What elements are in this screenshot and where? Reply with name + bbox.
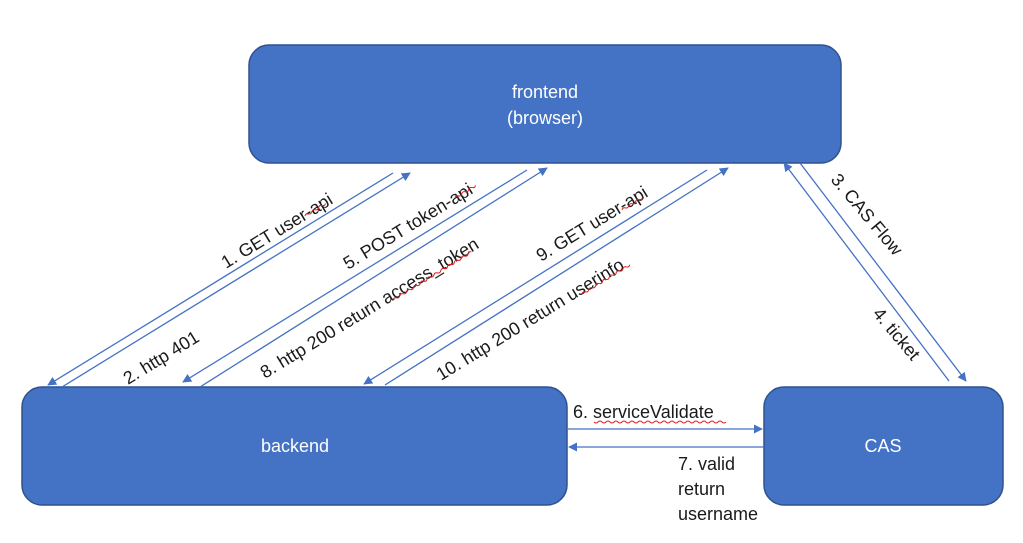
edge-label-4: 4. ticket: [869, 304, 924, 364]
node-backend: backend: [21, 386, 568, 506]
spellcheck-underline-1: [304, 203, 326, 217]
backend-label: backend: [261, 436, 329, 456]
arrow-9-get-user-api: [384, 167, 729, 386]
edge-label-2: 2. http 401: [120, 327, 203, 389]
spellcheck-underline-9: [621, 197, 643, 211]
cas-box: [763, 386, 1004, 506]
edge-label-7-line3: username: [678, 504, 758, 524]
arrow-1-get-user-api: [61, 172, 411, 388]
edge-label-7-line1: 7. valid: [678, 454, 735, 474]
arrow-4-ticket: [783, 162, 950, 382]
spellcheck-underline-8: [392, 251, 472, 301]
frontend-label: frontend: [512, 82, 578, 102]
spellcheck-underline-10: [581, 264, 631, 295]
arrow-10-return-userinfo: [363, 169, 708, 385]
edge-label-10: 10. http 200 return userinfo: [433, 254, 628, 384]
spellcheck-underline-5: [454, 185, 476, 199]
arrow-2-http-401: [47, 172, 394, 386]
frontend-sublabel: (browser): [507, 108, 583, 128]
edge-label-7-line2: return: [678, 479, 725, 499]
arrow-3-cas-flow: [799, 162, 967, 382]
arrow-8-return-access-token: [182, 169, 528, 383]
edge-label-1: 1. GET user-api: [218, 189, 337, 272]
cas-label: CAS: [864, 436, 901, 456]
spellcheck-underline-6: [593, 420, 727, 424]
node-cas: CAS: [763, 386, 1004, 506]
node-frontend: frontend (browser): [248, 44, 842, 164]
edge-label-6: 6. serviceValidate: [573, 402, 714, 422]
frontend-box: [248, 44, 842, 164]
backend-box: [21, 386, 568, 506]
arrow-5-post-token-api: [199, 167, 548, 388]
edge-label-9: 9. GET user-api: [533, 182, 652, 265]
